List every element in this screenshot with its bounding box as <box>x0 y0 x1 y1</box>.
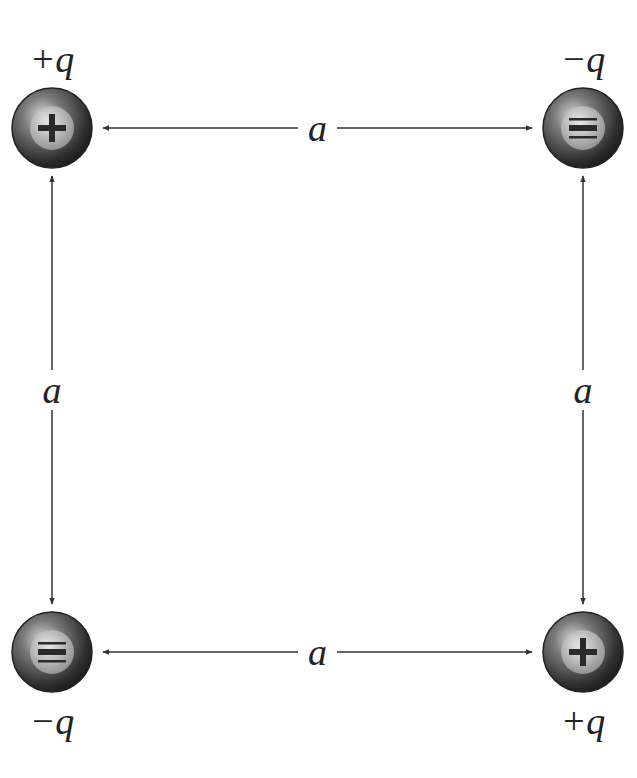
charge-sphere <box>10 610 94 694</box>
dimension-label: a <box>298 632 337 672</box>
charge-label: +q <box>538 698 628 744</box>
charge-label: +q <box>7 36 97 82</box>
charge-sphere <box>10 86 94 170</box>
point-charge: +q <box>7 36 97 170</box>
charge-label: −q <box>7 698 97 744</box>
charge-sign <box>569 638 597 666</box>
charge-label: −q <box>538 36 628 82</box>
charge-sign <box>38 114 66 142</box>
charge-sphere <box>541 610 625 694</box>
dimension-label: a <box>33 370 72 410</box>
dimension-label: a <box>564 370 603 410</box>
point-charge: −q <box>7 610 97 744</box>
dimension-label: a <box>298 108 337 148</box>
charge-sign <box>569 118 597 139</box>
charge-sign <box>38 642 66 663</box>
point-charge: −q <box>538 36 628 170</box>
charge-sphere <box>541 86 625 170</box>
point-charge: +q <box>538 610 628 744</box>
